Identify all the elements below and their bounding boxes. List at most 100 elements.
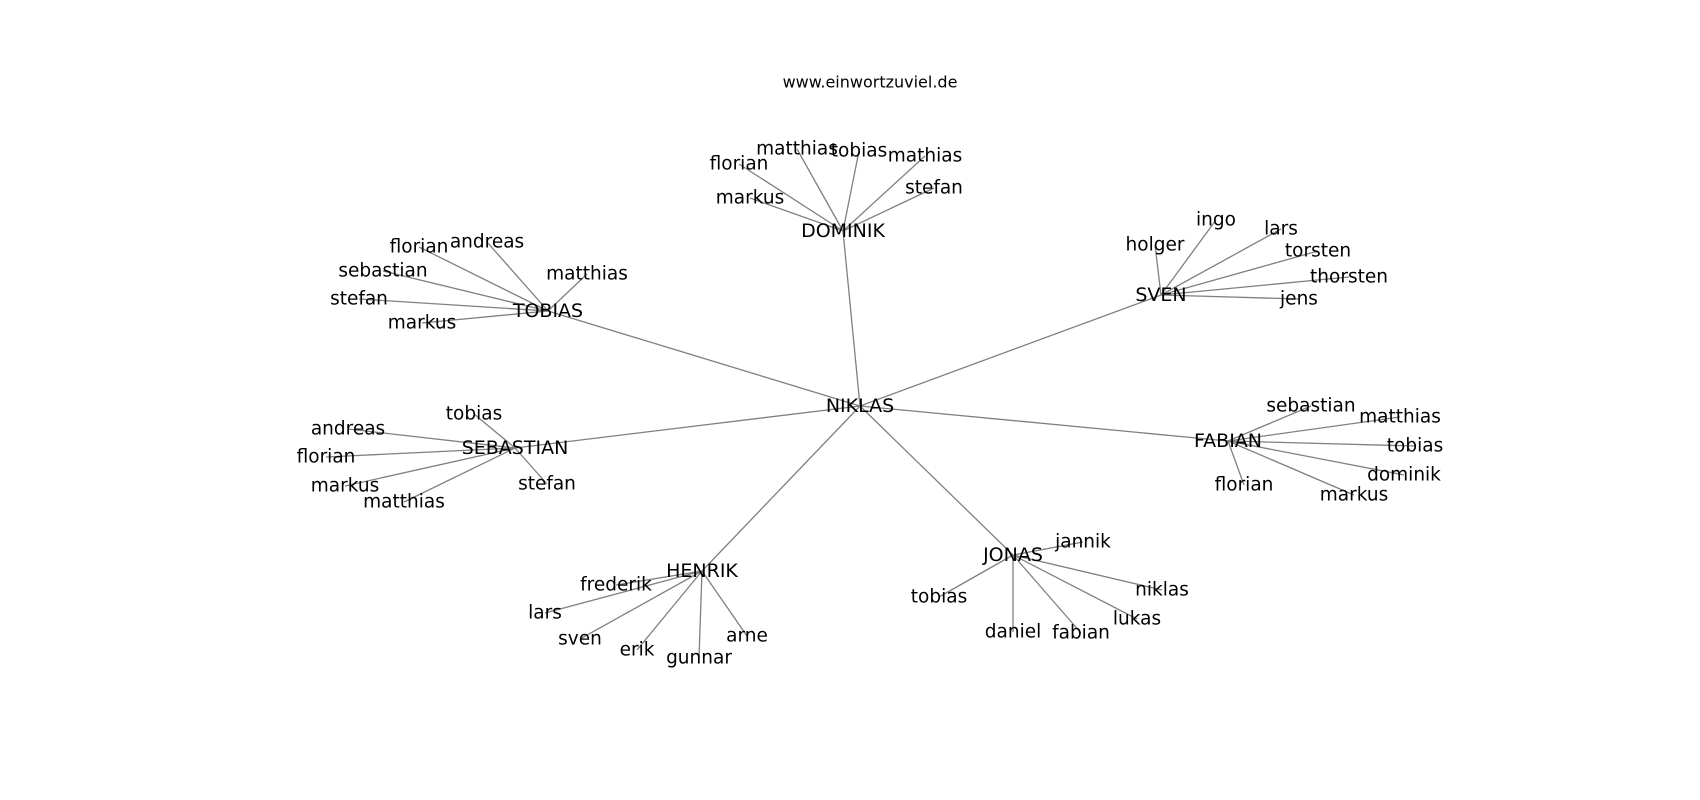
edge-dominik-stefan bbox=[842, 187, 935, 232]
edge-sebastian-tobias bbox=[473, 413, 516, 449]
leaf-node-tobias-andreas: andreas bbox=[450, 232, 524, 253]
leaf-node-henrik-sven: sven bbox=[558, 629, 602, 650]
center-node-label: NIKLAS bbox=[826, 395, 894, 417]
hub-node-tobias: TOBIAS bbox=[512, 300, 583, 322]
edge-sven-ingo bbox=[1160, 219, 1217, 296]
hub-node-jonas: JONAS bbox=[982, 544, 1043, 566]
leaf-node-sven-jens: jens bbox=[1279, 289, 1318, 310]
edge-jonas-lukas bbox=[1012, 554, 1138, 620]
leaf-node-henrik-erik: erik bbox=[620, 640, 655, 661]
leaf-node-sven-holger: holger bbox=[1126, 235, 1185, 256]
leaf-node-sebastian-markus: markus bbox=[311, 476, 379, 497]
edge-henrik-lars bbox=[544, 570, 703, 614]
leaf-node-sebastian-andreas: andreas bbox=[311, 419, 385, 440]
edge-tobias-markus bbox=[421, 310, 549, 324]
edge-henrik-gunnar bbox=[698, 570, 703, 659]
edge-sven-holger bbox=[1154, 244, 1162, 296]
leaf-node-sven-torsten: torsten bbox=[1285, 241, 1351, 262]
edge-fabian-dominik bbox=[1227, 440, 1405, 476]
edge-jonas-jannik bbox=[1012, 541, 1084, 556]
leaf-node-dominik-florian: florian bbox=[710, 154, 769, 175]
edge-sebastian-stefan bbox=[514, 447, 548, 485]
hub-node-henrik: HENRIK bbox=[666, 560, 738, 582]
leaf-node-henrik-arne: arne bbox=[726, 626, 768, 647]
leaf-node-tobias-florian: florian bbox=[390, 237, 449, 258]
edge-dominik-markus bbox=[749, 197, 844, 232]
leaf-node-sebastian-stefan: stefan bbox=[518, 474, 576, 495]
edge-henrik-frederik bbox=[615, 570, 703, 586]
edge-sebastian-markus bbox=[344, 447, 516, 487]
edge-center-jonas bbox=[859, 405, 1014, 556]
hub-node-fabian: FABIAN bbox=[1194, 430, 1262, 452]
leaf-node-sebastian-tobias: tobias bbox=[446, 404, 502, 425]
edge-jonas-fabian bbox=[1012, 554, 1082, 634]
edge-fabian-sebastian bbox=[1227, 405, 1312, 442]
edge-henrik-sven bbox=[579, 570, 703, 640]
leaf-node-sven-lars: lars bbox=[1264, 219, 1298, 240]
edge-center-sebastian bbox=[514, 405, 861, 449]
edge-tobias-stefan bbox=[358, 298, 549, 312]
edge-dominik-matthias bbox=[796, 148, 844, 232]
edge-sebastian-florian bbox=[325, 447, 516, 458]
leaf-node-henrik-lars: lars bbox=[528, 603, 562, 624]
edge-center-dominik bbox=[842, 230, 861, 407]
leaf-node-jonas-niklas: niklas bbox=[1135, 580, 1189, 601]
leaf-node-fabian-markus: markus bbox=[1320, 485, 1388, 506]
edge-dominik-florian bbox=[738, 163, 844, 232]
edge-fabian-florian bbox=[1227, 440, 1245, 486]
edge-tobias-florian bbox=[418, 246, 549, 312]
leaf-node-sven-ingo: ingo bbox=[1196, 210, 1236, 231]
site-url: www.einwortzuviel.de bbox=[783, 73, 958, 92]
leaf-node-jonas-tobias: tobias bbox=[911, 587, 967, 608]
leaf-node-fabian-dominik: dominik bbox=[1367, 465, 1441, 486]
edge-sebastian-andreas bbox=[347, 428, 516, 449]
leaf-node-henrik-gunnar: gunnar bbox=[666, 648, 732, 669]
leaf-node-fabian-tobias: tobias bbox=[1387, 436, 1443, 457]
leaf-node-sebastian-matthias: matthias bbox=[363, 492, 445, 513]
leaf-node-tobias-matthias: matthias bbox=[546, 264, 628, 285]
edge-jonas-tobias bbox=[938, 554, 1014, 598]
leaf-node-dominik-matthias: matthias bbox=[756, 139, 838, 160]
edge-center-henrik bbox=[701, 405, 861, 572]
leaf-node-sebastian-florian: florian bbox=[297, 447, 356, 468]
leaf-node-jonas-daniel: daniel bbox=[985, 622, 1041, 643]
edge-tobias-sebastian bbox=[382, 270, 549, 312]
edge-sven-thorsten bbox=[1160, 276, 1350, 296]
leaf-node-dominik-tobias: tobias bbox=[831, 141, 887, 162]
leaf-node-dominik-markus: markus bbox=[716, 188, 784, 209]
edge-sebastian-matthias bbox=[403, 447, 516, 503]
graph-edges bbox=[325, 148, 1416, 659]
leaf-node-tobias-sebastian: sebastian bbox=[338, 261, 427, 282]
hub-node-dominik: DOMINIK bbox=[801, 220, 885, 242]
leaf-node-tobias-markus: markus bbox=[388, 313, 456, 334]
leaf-node-jonas-jannik: jannik bbox=[1054, 532, 1111, 553]
leaf-node-fabian-florian: florian bbox=[1215, 475, 1274, 496]
edge-henrik-arne bbox=[701, 570, 748, 637]
leaf-node-jonas-fabian: fabian bbox=[1052, 623, 1110, 644]
hub-node-sven: SVEN bbox=[1135, 284, 1186, 306]
leaf-node-fabian-matthias: matthias bbox=[1359, 407, 1441, 428]
leaf-node-dominik-mathias: mathias bbox=[888, 146, 962, 167]
edge-jonas-niklas bbox=[1012, 554, 1163, 591]
hub-node-sebastian: SEBASTIAN bbox=[462, 437, 569, 459]
edge-dominik-tobias bbox=[842, 150, 860, 232]
leaf-node-fabian-sebastian: sebastian bbox=[1266, 396, 1355, 417]
leaf-node-jonas-lukas: lukas bbox=[1113, 609, 1161, 630]
edge-sven-torsten bbox=[1160, 250, 1319, 296]
leaf-node-sven-thorsten: thorsten bbox=[1310, 267, 1388, 288]
edge-tobias-matthias bbox=[547, 273, 588, 312]
edge-fabian-markus bbox=[1227, 440, 1355, 496]
leaf-node-tobias-stefan: stefan bbox=[330, 289, 388, 310]
edge-center-sven bbox=[859, 294, 1162, 407]
edge-fabian-matthias bbox=[1227, 416, 1401, 442]
edge-henrik-erik bbox=[636, 570, 703, 651]
edge-sven-lars bbox=[1160, 228, 1282, 296]
edge-center-tobias bbox=[547, 310, 861, 407]
edge-tobias-andreas bbox=[486, 241, 549, 312]
edge-center-fabian bbox=[859, 405, 1229, 442]
edge-sven-jens bbox=[1160, 294, 1300, 300]
leaf-node-henrik-frederik: frederik bbox=[580, 575, 652, 596]
edge-fabian-tobias bbox=[1227, 440, 1416, 447]
